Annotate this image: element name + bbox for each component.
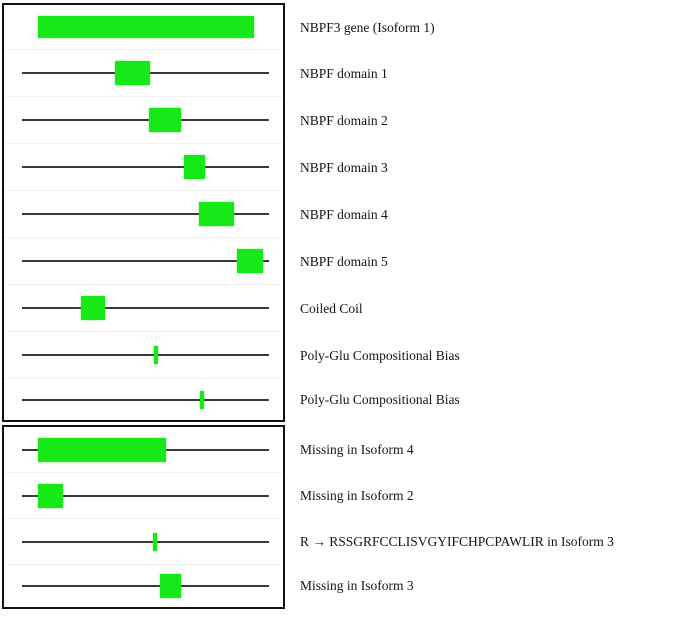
sequence-backbone-line: [22, 584, 269, 587]
feature-label: NBPF3 gene (Isoform 1): [300, 19, 435, 35]
sequence-backbone-line: [22, 166, 269, 168]
feature-track-row[interactable]: [4, 519, 283, 565]
feature-block[interactable]: [38, 437, 167, 462]
feature-block[interactable]: [199, 390, 204, 409]
feature-track-row[interactable]: [4, 285, 283, 332]
feature-label: NBPF domain 3: [300, 159, 388, 175]
feature-block[interactable]: [154, 346, 159, 364]
feature-track-row[interactable]: [4, 50, 283, 97]
feature-label: Missing in Isoform 2: [300, 488, 414, 503]
sequence-backbone-line: [22, 307, 269, 309]
feature-label: Missing in Isoform 4: [300, 442, 414, 457]
feature-track-row[interactable]: [4, 238, 283, 285]
feature-label: NBPF domain 5: [300, 253, 388, 269]
feature-track-row[interactable]: [4, 97, 283, 144]
feature-label: NBPF domain 1: [300, 65, 388, 81]
feature-block[interactable]: [236, 249, 263, 273]
feature-block[interactable]: [152, 532, 157, 551]
feature-label: Poly-Glu Compositional Bias: [300, 347, 460, 363]
feature-label: NBPF domain 4: [300, 206, 388, 222]
feature-block[interactable]: [81, 296, 105, 320]
feature-label: Coiled Coil: [300, 300, 363, 316]
sequence-backbone-line: [22, 260, 269, 262]
feature-label: Poly-Glu Compositional Bias: [300, 391, 460, 407]
feature-block[interactable]: [149, 108, 182, 132]
feature-track-row[interactable]: [4, 427, 283, 473]
sequence-backbone-line: [22, 494, 269, 497]
sequence-backbone-line: [22, 354, 269, 356]
sequence-backbone-line: [22, 540, 269, 543]
feature-block[interactable]: [38, 16, 255, 38]
feature-track-row[interactable]: [4, 379, 283, 420]
feature-track-row[interactable]: [4, 565, 283, 606]
feature-track-row[interactable]: [4, 473, 283, 519]
feature-block[interactable]: [114, 61, 151, 85]
feature-track-row[interactable]: [4, 5, 283, 50]
feature-block[interactable]: [160, 573, 182, 598]
feature-label: R → RSSGRFCCLISVGYIFCHPCPAWLIR in Isofor…: [300, 534, 614, 549]
feature-block[interactable]: [198, 202, 235, 226]
feature-block[interactable]: [38, 483, 63, 508]
isoform-1-feature-panel: [2, 3, 285, 422]
alternate-isoform-panel: [2, 425, 285, 609]
feature-block[interactable]: [183, 155, 205, 179]
feature-track-row[interactable]: [4, 332, 283, 379]
feature-track-row[interactable]: [4, 191, 283, 238]
sequence-backbone-line: [22, 398, 269, 401]
feature-track-row[interactable]: [4, 144, 283, 191]
sequence-backbone-line: [22, 119, 269, 121]
feature-label: NBPF domain 2: [300, 112, 388, 128]
feature-label: Missing in Isoform 3: [300, 577, 414, 593]
sequence-backbone-line: [22, 213, 269, 215]
